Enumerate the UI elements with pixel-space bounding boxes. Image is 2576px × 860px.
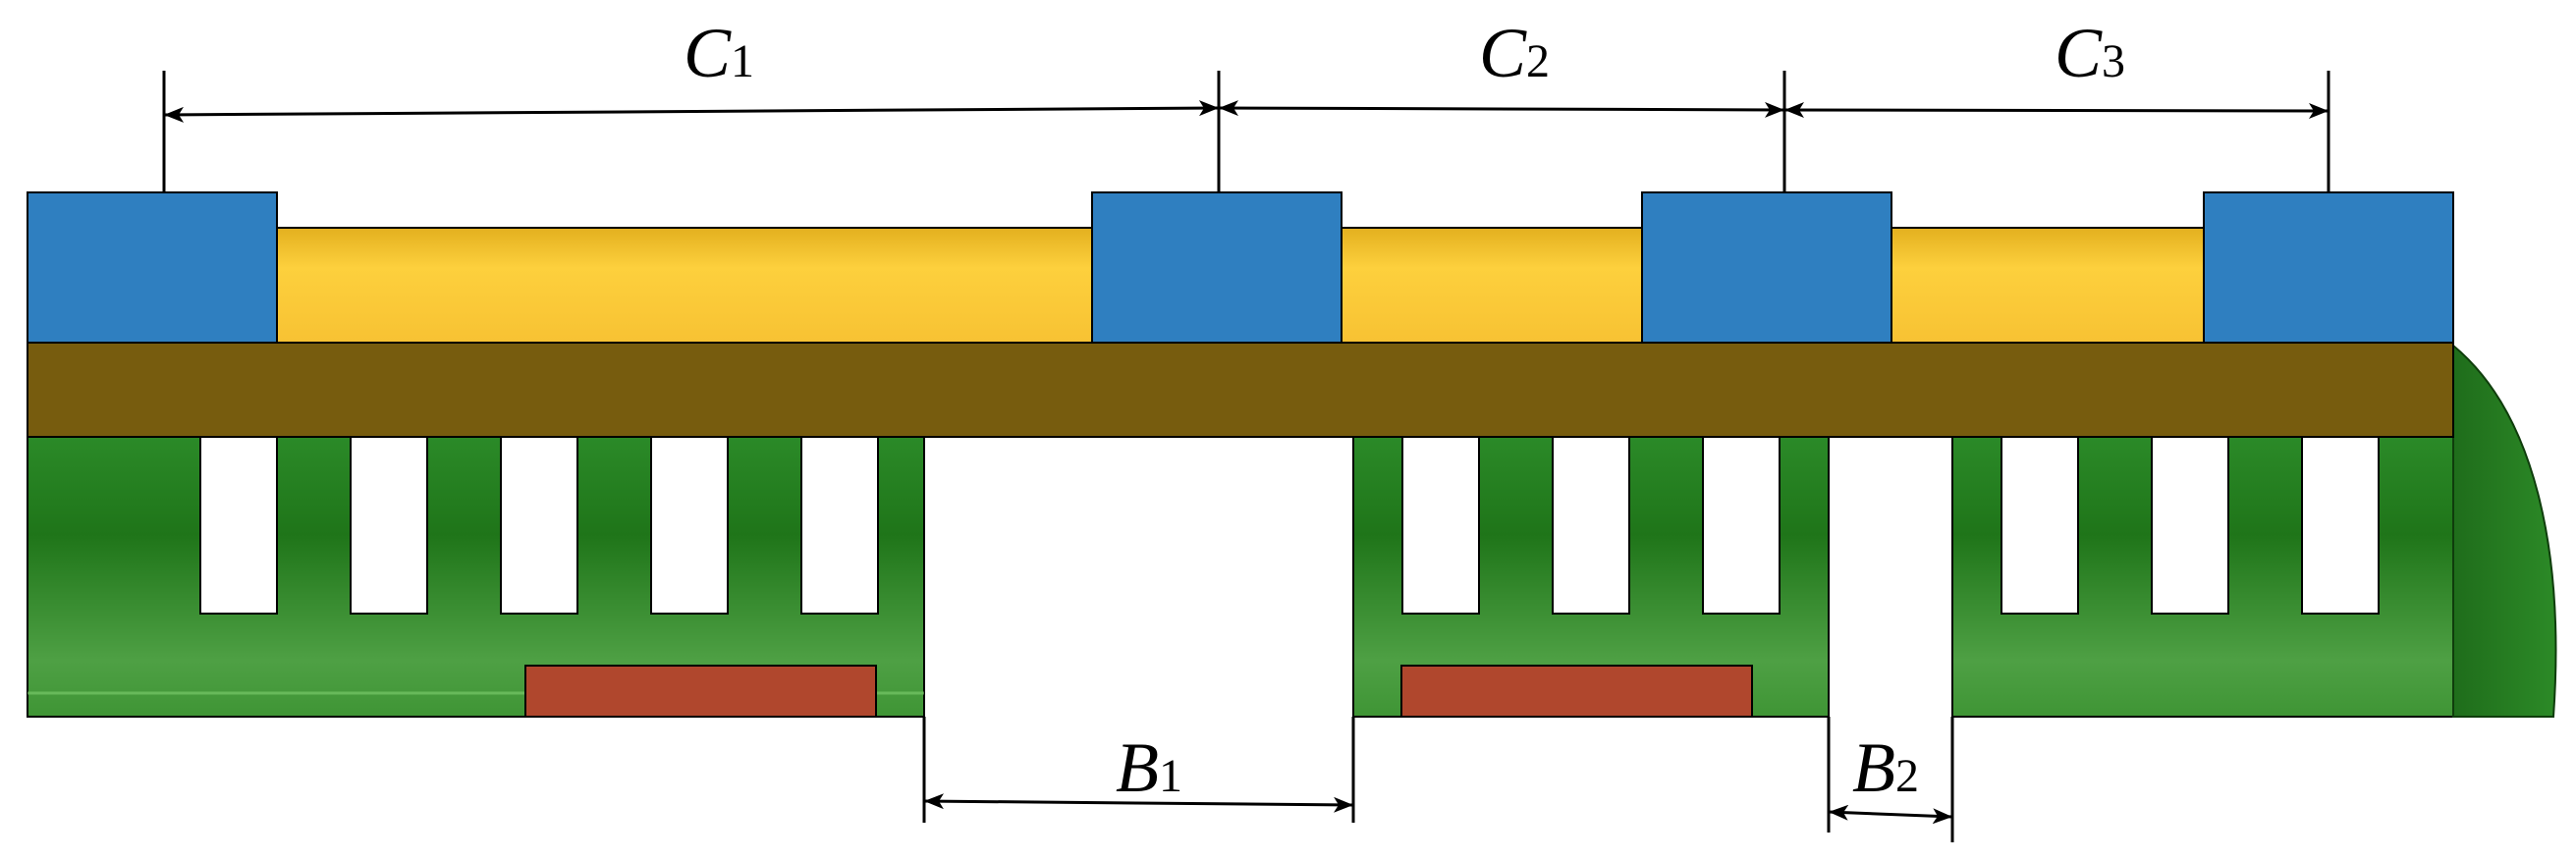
dim-b1-arrow [923, 793, 1354, 813]
slots-right [2001, 436, 2380, 615]
slots-middle [1401, 436, 1781, 615]
span-girder-3 [1891, 227, 2205, 344]
dim-label-c2: C2 [1479, 14, 1550, 92]
pier-block-1 [27, 191, 278, 344]
deck-slab [27, 342, 2454, 438]
c-extension-lines [162, 71, 2330, 192]
pier-block-3 [1641, 191, 1892, 344]
dim-label-c3: C3 [2055, 14, 2125, 92]
dim-c2-arrow [1218, 100, 1785, 118]
dim-c1-arrow [163, 100, 1220, 123]
span-girder-1 [276, 227, 1093, 344]
dim-label-b2: B2 [1852, 728, 1919, 807]
dim-b2-arrow [1828, 804, 1953, 825]
pad-left [524, 665, 877, 718]
green-nose-end [2452, 343, 2557, 718]
pad-middle [1400, 665, 1753, 718]
span-girder-2 [1341, 227, 1643, 344]
pier-block-2 [1091, 191, 1343, 344]
dim-c3-arrow [1783, 102, 2329, 119]
pier-block-4 [2203, 191, 2454, 344]
slots-left [199, 436, 879, 615]
dim-label-c1: C1 [684, 14, 754, 92]
b-extension-lines [922, 717, 1954, 842]
dim-label-b1: B1 [1116, 728, 1182, 807]
